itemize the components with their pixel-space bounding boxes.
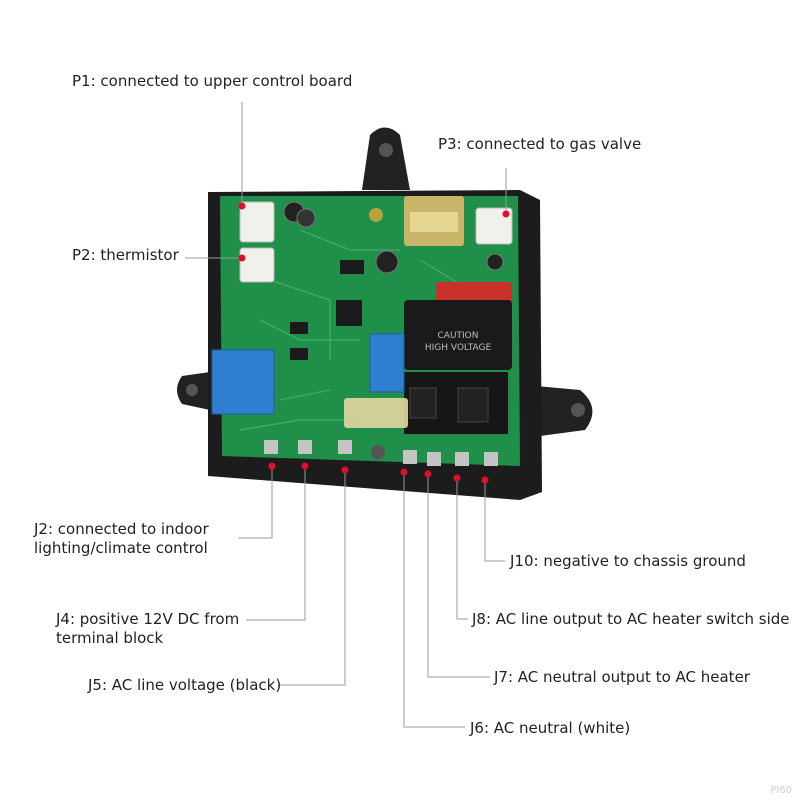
- transformer: [404, 196, 464, 246]
- connector-p3: [475, 207, 513, 245]
- pin-dot-p2: [238, 254, 246, 262]
- pin-dot-j6: [400, 468, 408, 476]
- watermark: PI60: [770, 785, 792, 796]
- pin-dot-p1: [238, 202, 246, 210]
- pin-dot-j2: [268, 462, 276, 470]
- label-j4: J4: positive 12V DC from terminal block: [56, 610, 240, 647]
- label-p3: P3: connected to gas valve: [438, 135, 642, 153]
- label-j2: J2: connected to indoor lighting/climate…: [34, 520, 209, 557]
- pin-dot-p3: [502, 210, 510, 218]
- pin-dots: [238, 202, 510, 484]
- label-p2: P2: thermistor: [72, 246, 179, 264]
- film-capacitor: [436, 282, 512, 304]
- chip: [290, 322, 308, 334]
- capacitor: [296, 208, 316, 228]
- leader-lines: [185, 102, 507, 728]
- label-j8: J8: AC line output to AC heater switch s…: [472, 610, 790, 628]
- spade-terminals: [264, 440, 498, 466]
- connector-p1: [239, 201, 275, 243]
- high-voltage-relay: CAUTION HIGH VOLTAGE: [404, 300, 512, 370]
- label-j10: J10: negative to chassis ground: [510, 552, 746, 570]
- fuse: [344, 398, 408, 428]
- pin-dot-j5: [341, 466, 349, 474]
- pin-dot-j8: [453, 474, 461, 482]
- microcontroller-chip: [336, 300, 362, 326]
- connector-p2: [239, 247, 275, 283]
- label-p1: P1: connected to upper control board: [72, 72, 353, 90]
- capacitor: [375, 250, 399, 274]
- relay-middle: [369, 333, 405, 393]
- pin-dot-j4: [301, 462, 309, 470]
- mounting-tab-right: [525, 385, 593, 438]
- label-j5: J5: AC line voltage (black): [88, 676, 282, 694]
- pin-dot-j10: [481, 476, 489, 484]
- capacitor: [486, 253, 504, 271]
- caution-text: CAUTION: [438, 331, 479, 341]
- mounting-tab-left: [177, 372, 210, 410]
- mounting-tab-top: [362, 127, 410, 190]
- terminal-block: [404, 372, 508, 434]
- screw: [371, 445, 385, 459]
- screw: [369, 208, 383, 222]
- label-j7: J7: AC neutral output to AC heater: [494, 668, 750, 686]
- label-j6: J6: AC neutral (white): [470, 719, 631, 737]
- relay-left: [211, 349, 275, 415]
- chip: [340, 260, 364, 274]
- chip: [290, 348, 308, 360]
- high-voltage-text: HIGH VOLTAGE: [425, 343, 492, 353]
- pin-dot-j7: [424, 470, 432, 478]
